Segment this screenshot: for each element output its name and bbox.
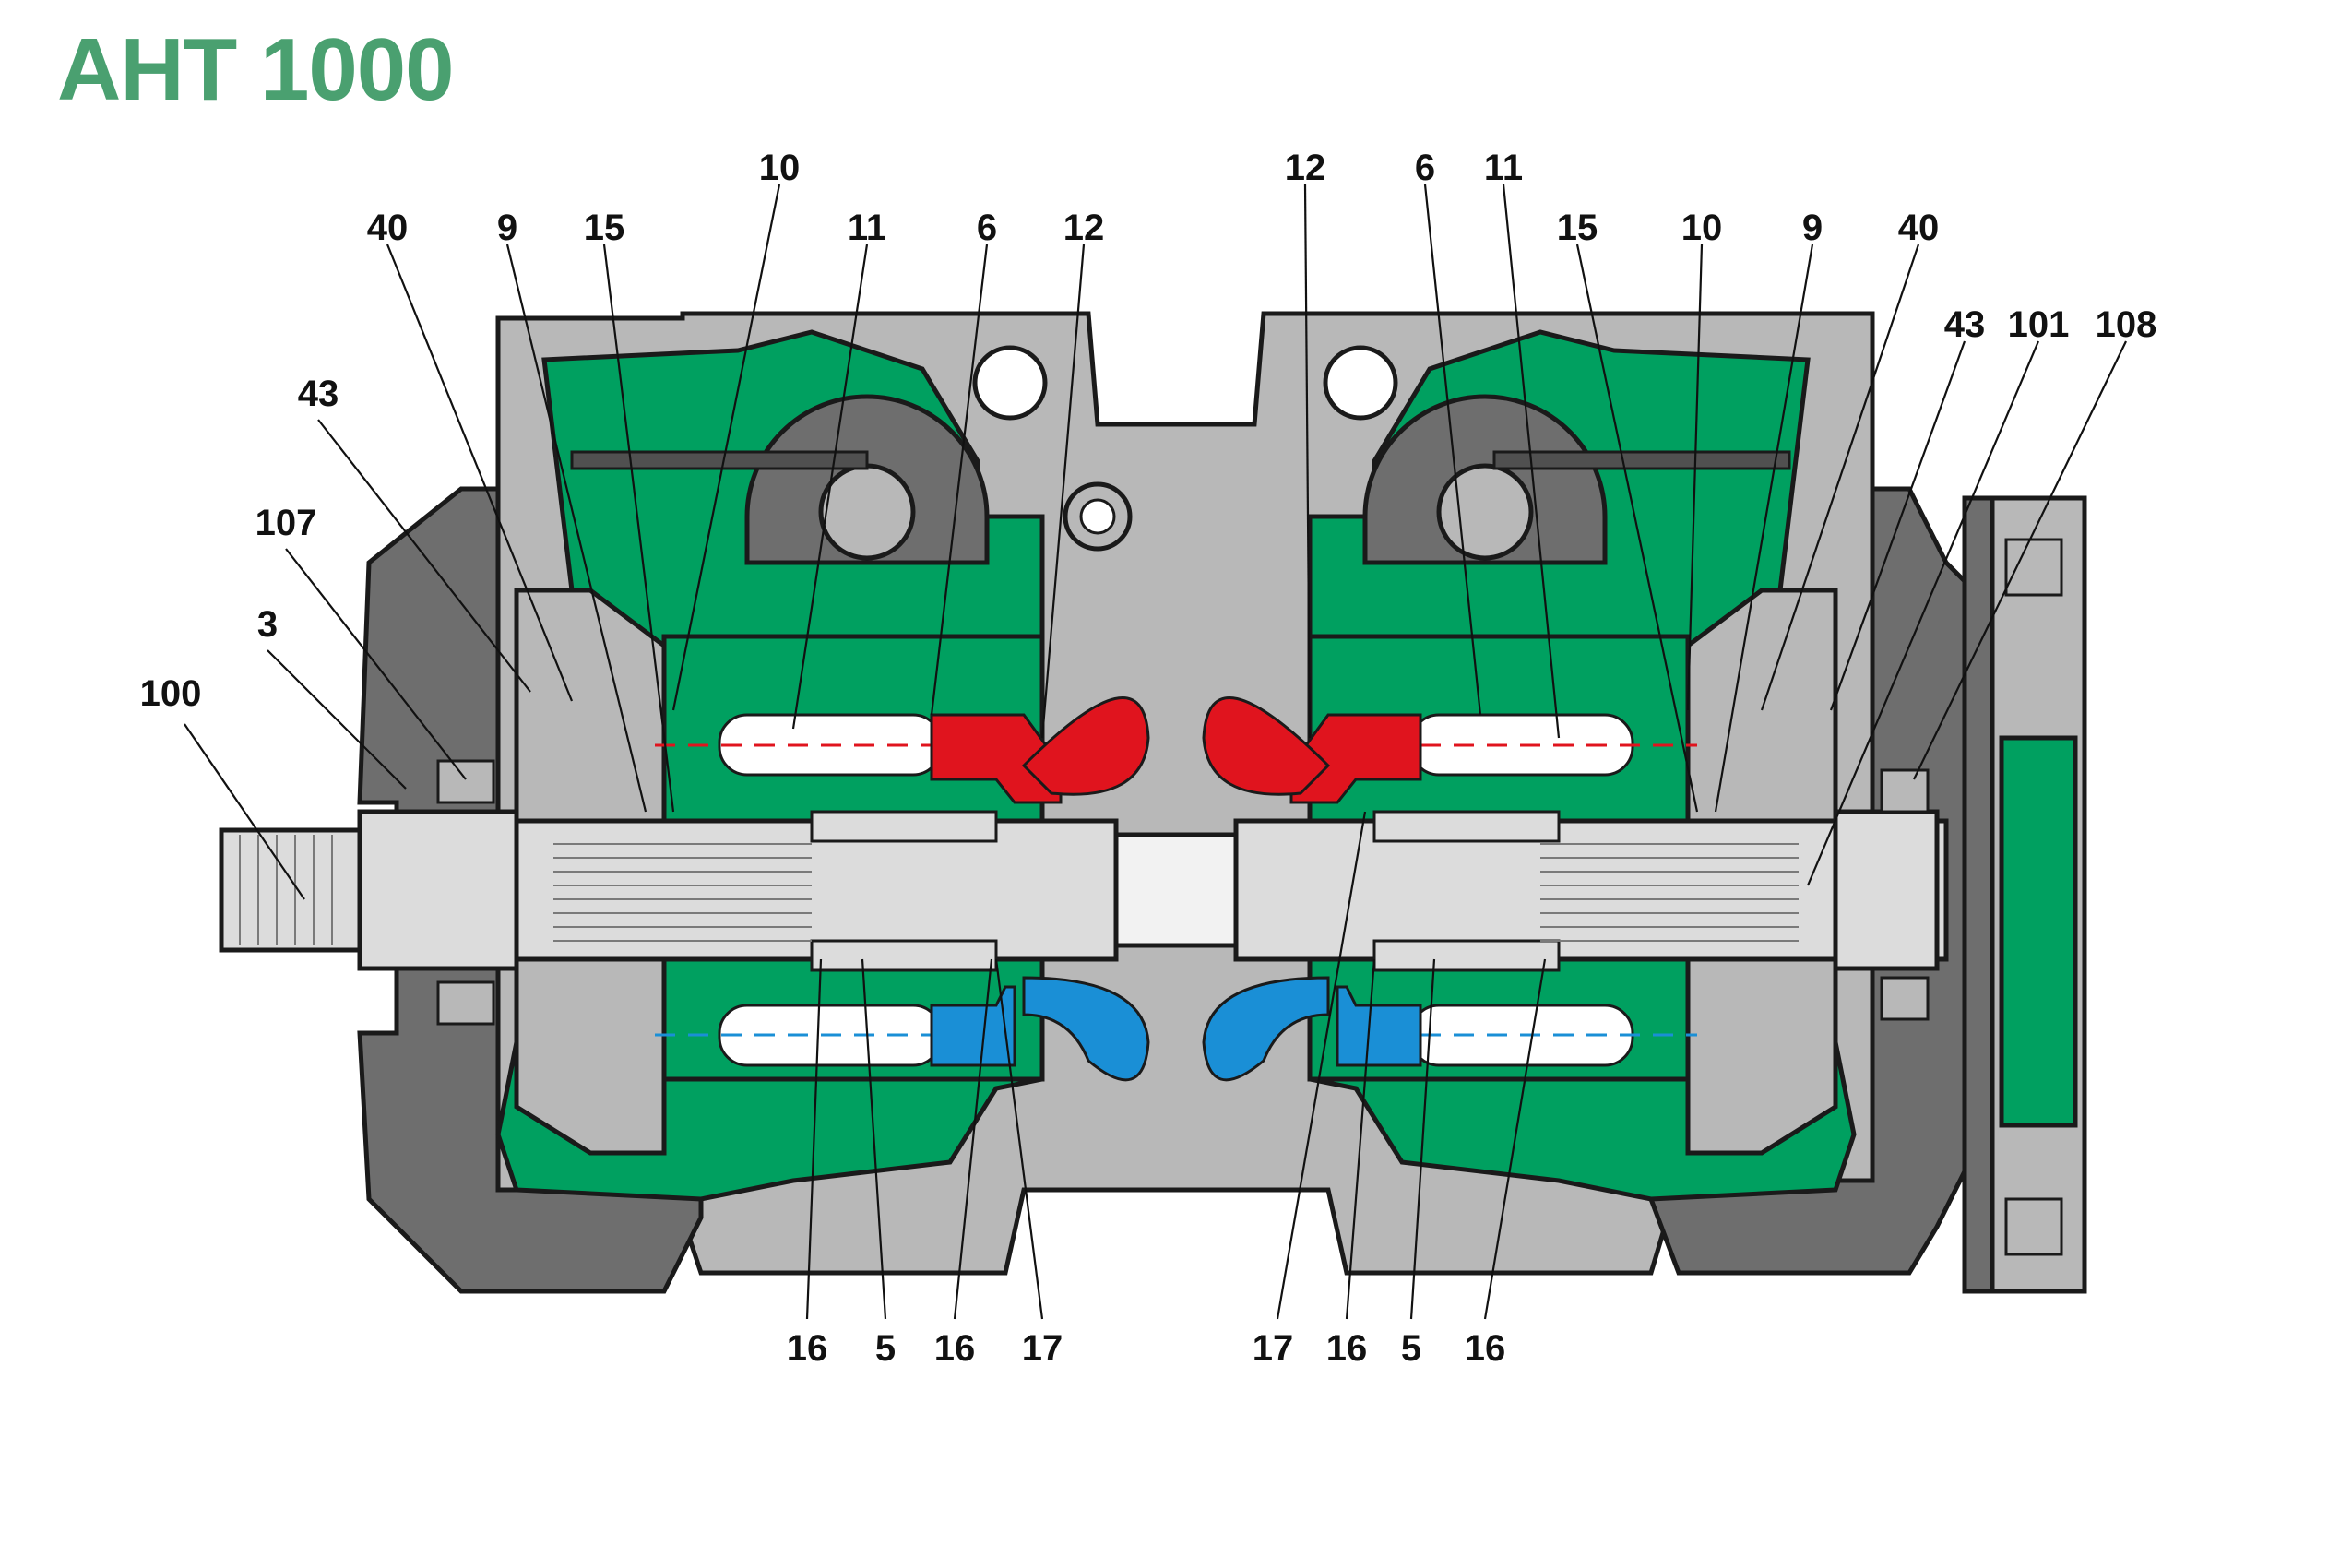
- right-high-pressure-port: [1289, 713, 1422, 804]
- callout-right-bottom-16a: 16: [1326, 1328, 1368, 1369]
- left-bearing-lower: [436, 980, 495, 1026]
- left-high-pressure-port: [930, 713, 1063, 804]
- left-high-pressure-channel: [1021, 696, 1150, 796]
- page-title: AHT 1000: [57, 20, 455, 119]
- callout-left-bottom-16b: 16: [934, 1328, 976, 1369]
- callout-left-side-43: 43: [298, 374, 339, 414]
- callout-right-top-9: 9: [1802, 208, 1823, 248]
- callout-left-bottom-5: 5: [875, 1328, 896, 1369]
- right-bearing-upper: [1880, 768, 1930, 814]
- callout-left-side-3: 3: [257, 604, 278, 645]
- right-spring-lower: [1372, 939, 1561, 972]
- cradles: [570, 394, 1791, 565]
- left-cradle-pin: [818, 463, 916, 561]
- right-spring-upper: [1372, 810, 1561, 843]
- right-bearing-lower: [1880, 976, 1930, 1021]
- callout-right-top-12: 12: [1285, 148, 1326, 188]
- callout-left-top-11: 11: [848, 208, 886, 248]
- callout-left-bottom-16a: 16: [787, 1328, 828, 1369]
- callout-right-side-101: 101: [2008, 304, 2070, 345]
- callout-left-top-6: 6: [977, 208, 997, 248]
- input-spline-teeth: [239, 835, 333, 945]
- right-flange-block-bottom: [2004, 1197, 2063, 1256]
- right-bearing-journal: [1833, 809, 1940, 971]
- callout-labels: 40 9 15 10 11 6 12 43 107 3 100 16 5 16 …: [140, 148, 2157, 1369]
- callout-right-side-108: 108: [2096, 304, 2157, 345]
- top-port-right: [1323, 345, 1398, 421]
- callout-right-bottom-5: 5: [1401, 1328, 1421, 1369]
- callout-right-bottom-17: 17: [1253, 1328, 1294, 1369]
- left-bearing-journal: [357, 809, 519, 971]
- coupling-sleeve: [1113, 832, 1239, 948]
- callout-left-side-100: 100: [140, 673, 202, 714]
- right-shaft-splines: [1540, 843, 1799, 942]
- left-low-pressure-port: [930, 985, 1016, 1067]
- right-flange-green: [1999, 735, 2078, 1128]
- right-cradle-pin: [1436, 463, 1534, 561]
- callout-right-top-15: 15: [1557, 208, 1598, 248]
- callout-left-top-40: 40: [367, 208, 409, 248]
- left-bearing-upper: [436, 759, 495, 804]
- callout-right-top-40: 40: [1898, 208, 1940, 248]
- callout-left-bottom-17: 17: [1022, 1328, 1063, 1369]
- callout-right-top-10: 10: [1681, 208, 1723, 248]
- right-flange-block-top: [2004, 538, 2063, 597]
- right-low-pressure-port: [1336, 985, 1422, 1067]
- left-spring-upper: [810, 810, 998, 843]
- pressure-kidneys: [930, 696, 1422, 1082]
- right-high-pressure-channel: [1202, 696, 1331, 796]
- callout-right-top-6: 6: [1415, 148, 1435, 188]
- left-low-pressure-channel: [1022, 976, 1150, 1082]
- callout-left-top-15: 15: [584, 208, 625, 248]
- left-shaft-splines: [553, 843, 812, 942]
- callout-left-top-9: 9: [497, 208, 517, 248]
- top-port-left: [972, 345, 1048, 421]
- callout-left-side-107: 107: [255, 503, 317, 543]
- leader-lines: [184, 184, 2127, 1320]
- callout-left-top-12: 12: [1063, 208, 1105, 248]
- right-lever: [1492, 450, 1791, 470]
- center-boss-inner: [1079, 498, 1116, 535]
- right-low-pressure-channel: [1202, 976, 1330, 1082]
- callout-left-top-10: 10: [759, 148, 801, 188]
- left-spring-lower: [810, 939, 998, 972]
- callout-right-side-43: 43: [1944, 304, 1986, 345]
- drive-shaft: [219, 759, 1949, 1026]
- callout-right-bottom-16b: 16: [1465, 1328, 1506, 1369]
- left-lever: [570, 450, 869, 470]
- callout-right-top-11: 11: [1484, 148, 1523, 188]
